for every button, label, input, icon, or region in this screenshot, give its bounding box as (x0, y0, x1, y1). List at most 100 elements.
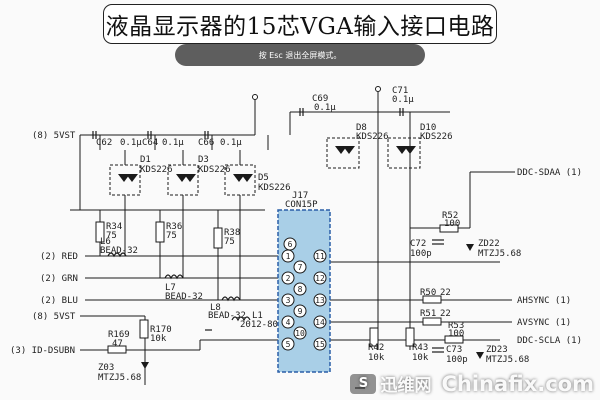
watermark-logo-icon: S (350, 373, 377, 394)
c62-label: C62 (96, 138, 112, 148)
zd22-value: MTZJ5.68 (478, 249, 521, 259)
d8-part: KDS226 (356, 132, 389, 142)
r50-label: R50 (420, 288, 436, 298)
d8-label: D8 (356, 123, 367, 133)
connector-pin (293, 326, 307, 340)
c66-value: 0.1μ (220, 138, 242, 148)
connector-pin-number: 13 (315, 296, 325, 305)
r42-label: R42 (368, 343, 384, 353)
r53-label: R53 (448, 321, 464, 331)
r53-value: 100 (448, 329, 464, 339)
connector-pin (281, 293, 295, 307)
net-ddc-sdaa: DDC-SDAA (1) (517, 168, 582, 178)
c66-label: C66 (198, 138, 214, 148)
connector-pin (313, 249, 327, 263)
net-5vst-top: (8) 5VST (32, 131, 76, 141)
net-red: (2) RED (40, 252, 78, 262)
c71-value: 0.1μ (392, 95, 414, 105)
r34-label: R34 (106, 222, 122, 232)
l7-value: BEAD-32 (165, 292, 203, 302)
z03-label: Z03 (98, 363, 114, 373)
r38-label: R38 (224, 228, 240, 238)
connector-pin-number: 7 (298, 263, 303, 272)
connector-pin-number: 11 (315, 252, 325, 261)
r38-value: 75 (224, 237, 235, 247)
net-avsync: AVSYNC (1) (517, 318, 571, 328)
connector-pin-number: 8 (298, 285, 303, 294)
zd23-label: ZD23 (486, 345, 508, 355)
wires (70, 86, 515, 385)
c73-label: C73 (446, 345, 462, 355)
c62-value: 0.1μ (120, 138, 142, 148)
l1-value: 2012-80 (240, 320, 278, 330)
connector-pin-number: 15 (315, 340, 325, 349)
net-5vst-bottom: (8) 5VST (32, 312, 76, 322)
connector-pin (293, 260, 307, 274)
right-parts (432, 239, 444, 353)
d10-part: KDS226 (420, 132, 453, 142)
connector-pin (293, 304, 307, 318)
capacitors-top (92, 108, 404, 139)
c64-label: C64 (142, 138, 158, 148)
r52-value: 100 (444, 219, 460, 229)
connector-pin-number: 2 (286, 274, 291, 283)
d5-part: KDS226 (258, 183, 291, 193)
connector-pin-number: 6 (288, 240, 293, 249)
connector-pin (293, 282, 307, 296)
c72-value: 100p (410, 249, 432, 259)
r51-label: R51 (420, 309, 436, 319)
watermark: S 迅维网 Chinafix.com (350, 371, 594, 396)
net-id-dsubn: (3) ID-DSUBN (10, 346, 75, 356)
j17-label: J17 (292, 191, 308, 201)
c73-value: 100p (446, 355, 468, 365)
r169-label: R169 (108, 330, 130, 340)
connector-pin-number: 14 (315, 318, 325, 327)
con15p-label: CON15P (285, 200, 318, 210)
zener-symbols (141, 244, 484, 369)
diode-symbols (118, 146, 416, 182)
r52-label: R52 (442, 211, 458, 221)
connector-pin (281, 315, 295, 329)
connector-pin (281, 271, 295, 285)
diagram-title: 液晶显示器的15芯VGA输入接口电路 (103, 4, 497, 44)
connector-pin-number: 10 (295, 329, 305, 338)
r51-value: 22 (440, 309, 451, 319)
l8-value: BEAD-32 (208, 311, 246, 321)
r43-label: R43 (412, 343, 428, 353)
r50-value: 22 (440, 288, 451, 298)
zd23-value: MTZJ5.68 (486, 355, 529, 365)
d10-label: D10 (420, 123, 436, 133)
c72-label: C72 (410, 239, 426, 249)
r34-value: 75 (106, 231, 117, 241)
watermark-en: Chinafix.com (441, 371, 594, 396)
connector-pin (313, 315, 327, 329)
zd22-label: ZD22 (478, 239, 500, 249)
net-ddc-scla: DDC-SCLA (1) (517, 336, 582, 346)
connector-pin-number: 4 (286, 318, 291, 327)
connector-pin-number: 1 (286, 252, 291, 261)
net-ahsync: AHSYNC (1) (517, 296, 571, 306)
watermark-cn: 迅维网 (380, 376, 432, 396)
c69-label: C69 (312, 94, 328, 104)
l7-label: L7 (165, 283, 176, 293)
c71-label: C71 (392, 86, 408, 96)
connector-pin (313, 293, 327, 307)
beads (107, 252, 251, 322)
connector-pin (281, 249, 295, 263)
c69-value: 0.1μ (314, 103, 336, 113)
r170-value: 10k (150, 334, 167, 344)
r43-value: 10k (412, 353, 429, 363)
c64-value: 0.1μ (162, 138, 184, 148)
net-grn: (2) GRN (40, 274, 78, 284)
connector-pin (281, 337, 295, 351)
r170-label: R170 (150, 325, 172, 335)
d5-label: D5 (258, 173, 269, 183)
d1-part: KDS226 (140, 165, 173, 175)
resistors (95, 221, 464, 354)
connector-pin-number: 3 (286, 296, 291, 305)
r36-value: 75 (166, 231, 177, 241)
l8-label: L8 (210, 303, 221, 313)
diode-boxes (109, 137, 421, 196)
connector-pin (313, 271, 327, 285)
